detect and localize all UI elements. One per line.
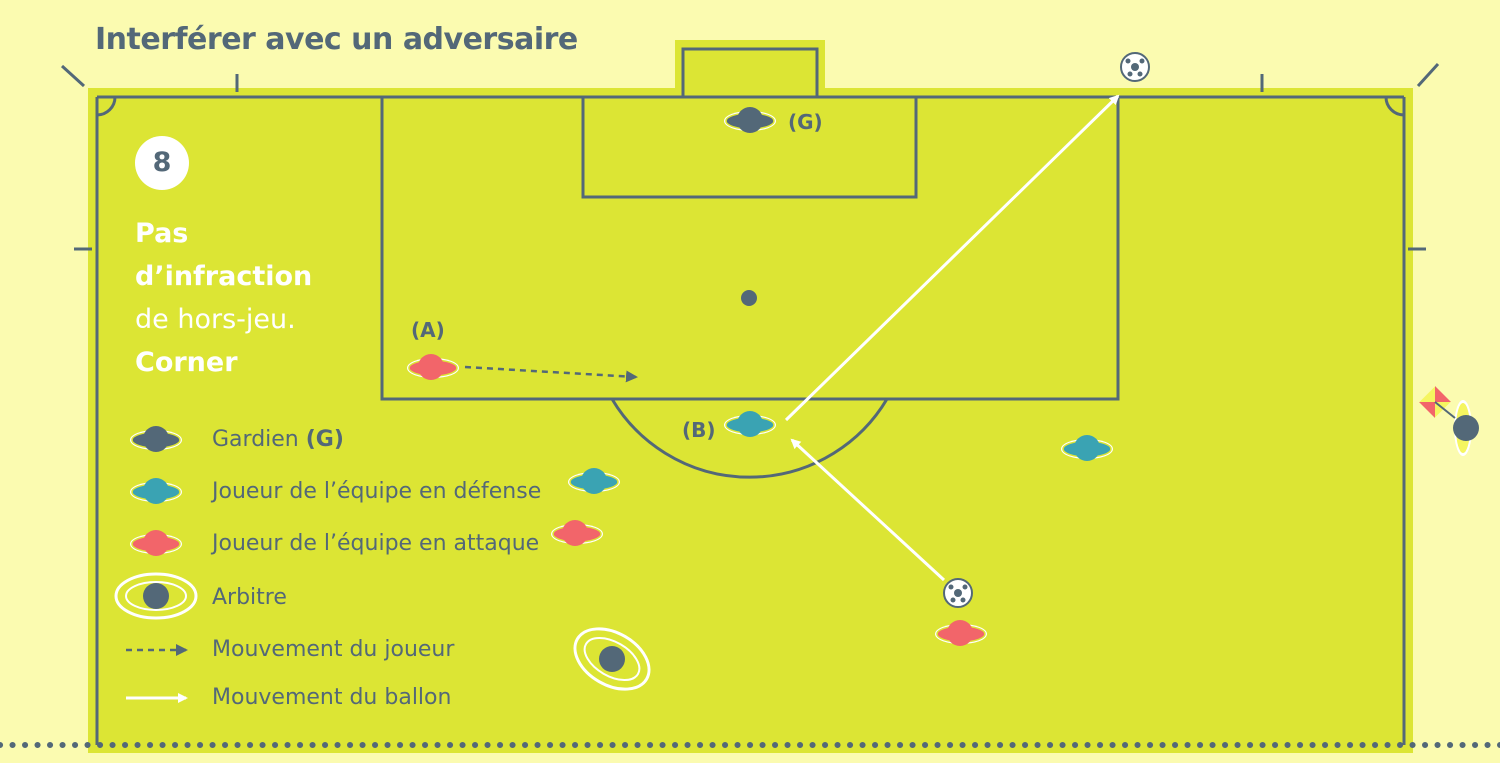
- legend-ball-movement: Mouvement du ballon: [212, 685, 452, 710]
- attacker-icon: [935, 620, 987, 646]
- legend-attacker: Joueur de l’équipe en attaque: [212, 531, 540, 556]
- caption-line-3: de hors-jeu.: [135, 304, 296, 335]
- referee-icon: [573, 627, 651, 691]
- player-b-label: (B): [682, 418, 716, 442]
- caption-line-2: d’infraction: [135, 261, 313, 292]
- pitch-lines: [60, 47, 1440, 745]
- assistant-referee-icon: [1453, 400, 1479, 456]
- penalty-spot: [741, 290, 757, 306]
- legend-player-movement: Mouvement du joueur: [212, 637, 455, 662]
- caption: Pas d’infraction de hors-jeu. Corner: [135, 212, 312, 384]
- ball-icon: [1120, 52, 1150, 82]
- player-a-label: (A): [411, 318, 445, 342]
- legend-referee: Arbitre: [212, 585, 287, 610]
- ball-pass-arrow: [790, 438, 946, 582]
- ball-icon: [943, 578, 973, 608]
- flag-icon: [1419, 386, 1456, 419]
- legend-referee-icon: [114, 572, 198, 620]
- caption-line-1: Pas: [135, 218, 189, 249]
- caption-line-4: Corner: [135, 347, 238, 378]
- legend-defender: Joueur de l’équipe en défense: [212, 479, 542, 504]
- defender-icon: [568, 468, 620, 494]
- attacker-a-icon: [407, 354, 459, 380]
- legend-defender-icon: [130, 478, 182, 504]
- legend-goalkeeper-suffix: (G): [305, 427, 344, 452]
- legend-goalkeeper-icon: [130, 426, 182, 452]
- goalkeeper-player-icon: [724, 107, 776, 133]
- legend-goalkeeper: Gardien (G): [212, 427, 344, 452]
- attacker-icon: [551, 520, 603, 546]
- page-title: Interférer avec un adversaire: [95, 22, 578, 57]
- defender-icon: [1061, 435, 1113, 461]
- goalkeeper-label: (G): [788, 110, 823, 134]
- legend-goalkeeper-text: Gardien: [212, 427, 299, 452]
- defender-b-icon: [724, 411, 776, 437]
- ball-deflection-arrow: [784, 94, 1120, 422]
- legend-attacker-icon: [130, 530, 182, 556]
- step-number-badge: 8: [135, 136, 189, 190]
